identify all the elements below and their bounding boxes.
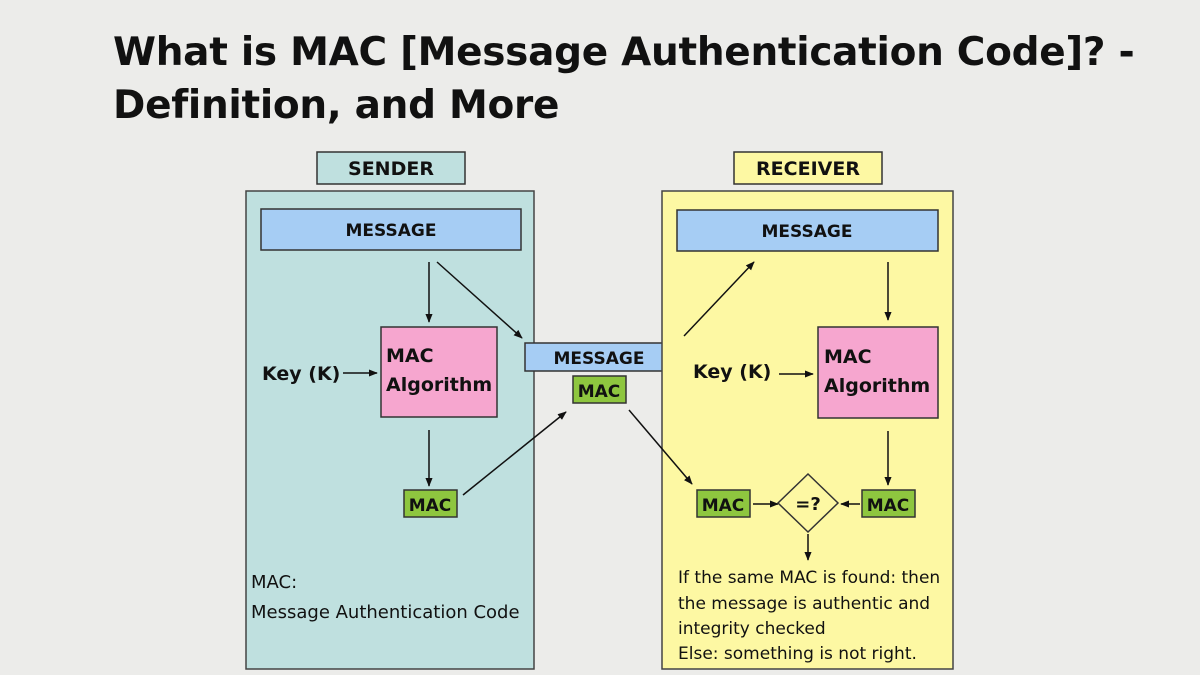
page-title: What is MAC [Message Authentication Code… [113, 26, 1173, 132]
sender-algorithm-box [380, 326, 498, 418]
receiver-received-mac-box [696, 489, 751, 518]
receiver-received-mac-label: MAC [702, 496, 745, 516]
sender-message-label: MESSAGE [346, 221, 437, 241]
sender-header-box [316, 151, 466, 185]
compare-label: =? [795, 494, 821, 515]
sender-mac-label: MAC [409, 496, 452, 516]
transmit-mac-to-receiver-arrow [628, 409, 693, 485]
title-line-1: What is MAC [Message Authentication Code… [113, 30, 1135, 75]
compare-diamond [776, 472, 840, 534]
sender-algorithm-line2: Algorithm [386, 374, 492, 396]
receiver-computed-mac-box [861, 489, 916, 518]
receiver-message-box [676, 209, 939, 252]
receiver-message-label: MESSAGE [762, 222, 853, 242]
sender-key-label: Key (K) [262, 363, 340, 385]
receiver-computed-mac-label: MAC [867, 496, 910, 516]
transmit-message-label: MESSAGE [554, 349, 645, 369]
title-line-2: Definition, and More [113, 83, 560, 128]
receiver-algorithm-box [817, 326, 939, 419]
transmit-message-box [524, 342, 675, 372]
sender-mac-box [403, 489, 458, 518]
receiver-note-line2: the message is authentic and [678, 594, 930, 614]
receiver-key-label: Key (K) [693, 361, 771, 383]
sender-mac-to-transmit-arrow [462, 411, 567, 496]
sender-note-line2: Message Authentication Code [251, 602, 520, 623]
receiver-panel [661, 190, 954, 670]
receiver-header-box [733, 151, 883, 185]
receiver-algorithm-line2: Algorithm [824, 375, 930, 397]
sender-message-to-transmit-arrow [436, 261, 523, 339]
receiver-header: RECEIVER [756, 158, 860, 180]
receiver-note-line3: integrity checked [678, 619, 826, 639]
sender-note-line1: MAC: [251, 572, 297, 593]
transmit-to-receiver-message-arrow [683, 261, 755, 337]
receiver-algorithm-line1: MAC [824, 346, 872, 368]
receiver-note-line1: If the same MAC is found: then [678, 568, 940, 588]
receiver-note-line4: Else: something is not right. [678, 644, 917, 664]
sender-header: SENDER [348, 158, 434, 180]
sender-message-box [260, 208, 522, 251]
sender-panel [245, 190, 535, 670]
transmit-mac-box [572, 375, 627, 404]
transmit-mac-label: MAC [578, 382, 621, 402]
sender-algorithm-line1: MAC [386, 345, 434, 367]
